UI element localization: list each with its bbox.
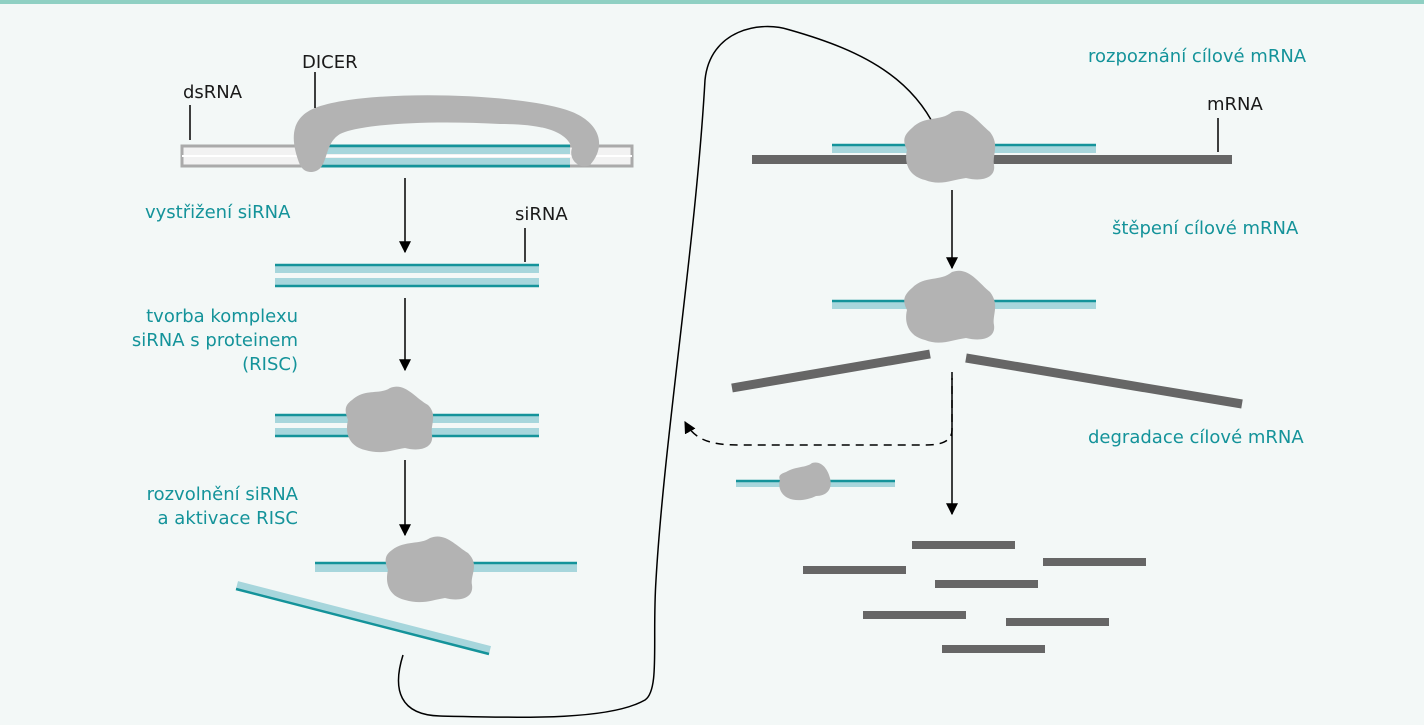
cleaved-mrna-right <box>965 353 1243 409</box>
recognition-risc-protein <box>904 110 996 183</box>
mrna-fragments <box>803 541 1146 653</box>
step-unwind-label-1: rozvolnění siRNA <box>147 484 299 505</box>
sirna-label: siRNA <box>515 204 568 225</box>
step-recognition-label: rozpoznání cílové mRNA <box>1088 46 1307 67</box>
dsrna-duplex <box>180 144 634 168</box>
step-unwind-label-2: a aktivace RISC <box>158 508 298 529</box>
cleaved-mrna-left <box>731 349 931 393</box>
mrna-fragment <box>803 566 906 574</box>
mrna-fragment <box>912 541 1015 549</box>
dicer-enzyme <box>293 95 600 172</box>
recycle-arrow <box>684 372 953 446</box>
mrna-fragment <box>1006 618 1109 626</box>
step-cleavage-label: štěpení cílové mRNA <box>1112 218 1299 239</box>
step-degradation-label: degradace cílové mRNA <box>1088 427 1304 448</box>
step-risc-label-1: tvorba komplexu <box>146 306 298 327</box>
mrna-fragment <box>935 580 1038 588</box>
dicer-label: DICER <box>302 52 358 73</box>
step-dicing-label: vystřižení siRNA <box>145 202 291 223</box>
risc-protein <box>345 386 434 453</box>
cleavage-risc-protein <box>904 270 996 343</box>
passenger-strand <box>235 581 491 656</box>
activated-risc-protein <box>385 536 475 603</box>
step-risc-label-3: (RISC) <box>242 354 298 375</box>
top-rule <box>0 0 1424 4</box>
sirna-duplex <box>275 263 539 288</box>
dsrna-label: dsRNA <box>183 82 243 103</box>
step-risc-label-2: siRNA s proteinem <box>132 330 298 351</box>
mrna-fragment <box>863 611 966 619</box>
recycled-risc-protein <box>779 462 831 501</box>
mrna-fragment <box>942 645 1045 653</box>
mrna-label: mRNA <box>1207 94 1264 115</box>
pathway-connector <box>397 25 952 718</box>
mrna-fragment <box>1043 558 1146 566</box>
